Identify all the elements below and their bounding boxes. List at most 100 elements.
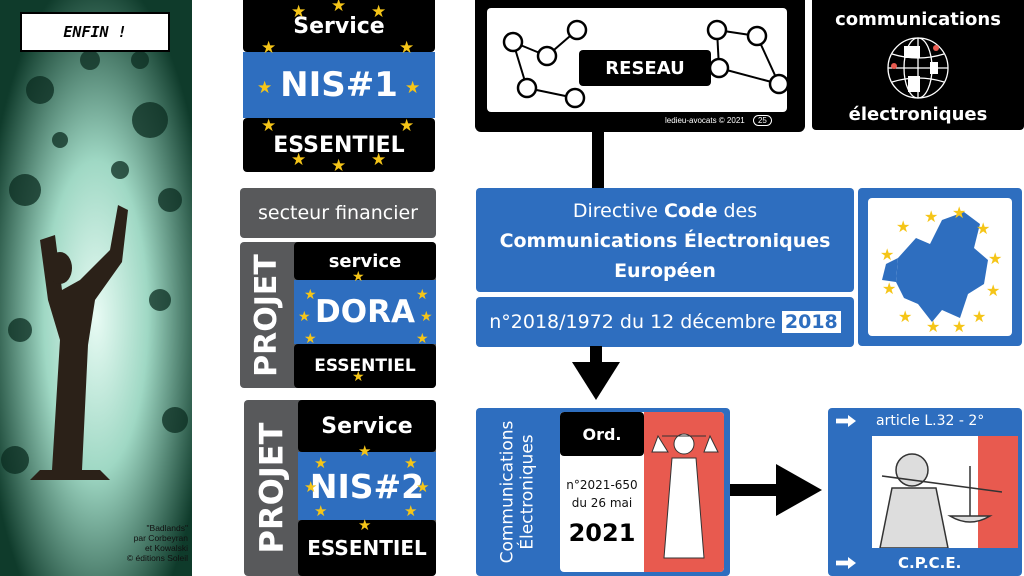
reseau-label: RESEAU (579, 50, 711, 86)
eu-map-inner: ★★ ★★ ★★ ★★ ★★ ★★ (868, 198, 1012, 336)
svg-text:★: ★ (972, 307, 986, 326)
cpce-article-bar: article L.32 - 2° (828, 408, 1022, 434)
nis1-service-label: Service (293, 13, 385, 39)
directive-line1: Directive Code des (476, 196, 854, 226)
cpce-code-text: C.P.C.E. (898, 554, 962, 572)
comic-panel: ENFIN ! "Badlands" par Corbeyran et Kowa… (0, 0, 192, 576)
reseau-label-text: RESEAU (605, 57, 685, 79)
directive-number-text: n°2018/1972 du 12 décembre (489, 311, 782, 333)
credit-line: et Kowalski (145, 543, 188, 553)
flag-blue-stripe (832, 436, 872, 548)
dora-title: DORA (294, 280, 436, 344)
eu-star-icon: ★ (399, 116, 415, 136)
ordonnance-card: Ord. n°2021-650 du 26 mai 2021 (560, 412, 724, 572)
directive-line2: Communications Électroniques (476, 226, 854, 256)
eu-star-icon: ★ (291, 2, 307, 22)
comms-bottom-label: électroniques (848, 103, 988, 125)
comic-illustration (0, 0, 192, 576)
cpce-image (832, 436, 1018, 548)
speech-bubble: ENFIN ! (20, 12, 170, 52)
ordonnance-panel: Communications Électroniques Ord. n°2021… (476, 408, 730, 576)
directive-text: des (717, 200, 758, 222)
svg-text:★: ★ (882, 279, 896, 298)
ordonnance-date: du 26 mai (560, 494, 644, 512)
globe-icon (887, 37, 949, 99)
eu-star-icon: ★ (331, 156, 347, 176)
eu-star-icon: ★ (352, 269, 365, 285)
down-arrow-icon (572, 346, 620, 400)
ordonnance-year-text: 2021 (568, 519, 636, 547)
comms-subtitle: électroniques (812, 100, 1024, 128)
nis2-projet: PROJET (244, 400, 298, 576)
arrow-right-icon (836, 415, 856, 427)
reseau-footer: ledieu-avocats © 2021 25 (665, 115, 772, 126)
dora-projet-label: PROJET (248, 253, 284, 377)
svg-text:★: ★ (880, 245, 894, 264)
eu-star-icon: ★ (358, 516, 372, 534)
network-graph-icon (502, 19, 787, 109)
dora-service-label: service (328, 250, 402, 272)
eu-star-icon: ★ (404, 502, 418, 520)
dora-essentiel: ESSENTIEL (294, 344, 436, 388)
nis1-title-label: NIS#1 (280, 65, 398, 105)
eu-star-icon: ★ (420, 309, 433, 325)
secteur-text: secteur financier (258, 202, 418, 224)
dora-essentiel-label: ESSENTIEL (314, 356, 416, 376)
ordonnance-side: Communications Électroniques (476, 408, 558, 576)
comic-credit: "Badlands" par Corbeyran et Kowalski © é… (112, 523, 192, 563)
eu-star-icon: ★ (358, 442, 372, 460)
nis2-projet-label: PROJET (252, 422, 291, 554)
nis1-title: NIS#1 (243, 52, 435, 118)
eu-star-icon: ★ (404, 454, 418, 472)
dora-projet: PROJET (240, 242, 292, 388)
cpce-panel: article L.32 - 2° C.P.C.E. (828, 408, 1022, 576)
nis1-essentiel-label: ESSENTIEL (273, 132, 405, 158)
nis2-essentiel: ESSENTIEL (298, 520, 436, 576)
eu-star-icon: ★ (416, 331, 429, 347)
eu-star-icon: ★ (405, 78, 421, 98)
nis2-service: Service (298, 400, 436, 452)
eu-star-icon: ★ (399, 38, 415, 58)
eu-star-icon: ★ (261, 116, 277, 136)
dora-service: service (294, 242, 436, 280)
ordonnance-year: 2021 (560, 516, 644, 550)
nis1-essentiel: ESSENTIEL (243, 118, 435, 172)
directive-title-text: Communications Électroniques (499, 230, 831, 252)
speech-text: ENFIN ! (63, 23, 127, 41)
page-number: 25 (752, 115, 772, 126)
nis2-essentiel-label: ESSENTIEL (307, 536, 427, 560)
svg-text:★: ★ (988, 249, 1002, 268)
svg-text:★: ★ (986, 281, 1000, 300)
eu-star-icon: ★ (314, 454, 328, 472)
ordonnance-number: n°2021-650 (560, 476, 644, 494)
ordonnance-number-text: n°2021-650 (566, 478, 638, 492)
marianne-justice-icon (651, 433, 719, 559)
svg-text:★: ★ (896, 217, 910, 236)
eu-star-icon: ★ (314, 502, 328, 520)
cpce-article-text: article L.32 - 2° (876, 413, 985, 429)
eu-star-icon: ★ (304, 331, 317, 347)
nis1-service: Service (243, 0, 435, 52)
directive-europeen-text: Européen (614, 260, 716, 282)
directive-text: Directive (572, 200, 664, 222)
comms-title: communications (812, 6, 1024, 32)
svg-text:★: ★ (952, 203, 966, 222)
comms-top-label: communications (835, 8, 1001, 30)
comms-panel: communications électroniques (812, 0, 1024, 130)
nis1-block: Service NIS#1 ESSENTIEL ★ ★ ★ ★ ★ ★ ★ ★ … (243, 0, 435, 176)
directive-panel: Directive Code des Communications Électr… (476, 188, 854, 292)
eu-star-icon: ★ (416, 287, 429, 303)
eu-star-icon: ★ (257, 78, 273, 98)
ordonnance-tag: Ord. (560, 412, 644, 456)
directive-year-badge: 2018 (781, 311, 841, 333)
eu-map-icon: ★★ ★★ ★★ ★★ ★★ ★★ (880, 203, 1002, 336)
ordonnance-tag-label: Ord. (582, 424, 622, 444)
scales-of-justice-icon (879, 453, 1002, 548)
reseau-inner: RESEAU (487, 8, 787, 112)
directive-code-text: Code (663, 200, 718, 222)
arrow-right-icon (836, 557, 856, 569)
cpce-code-bar: C.P.C.E. (828, 550, 1022, 576)
directive-line3: Européen (476, 256, 854, 286)
credit-line: © éditions Soleil (126, 553, 188, 563)
eu-star-icon: ★ (304, 478, 318, 496)
